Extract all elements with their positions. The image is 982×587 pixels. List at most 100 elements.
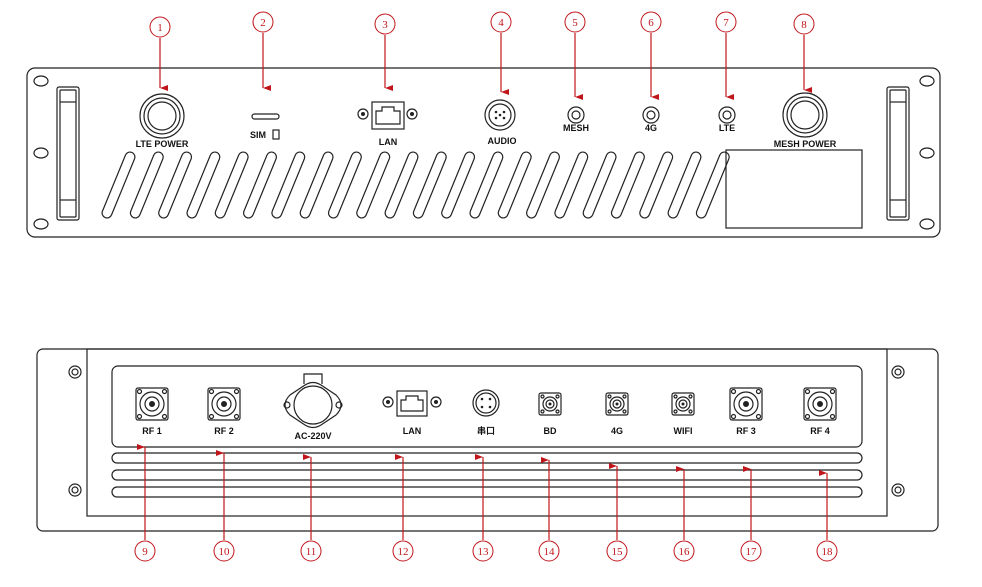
- back-callouts: 9 10 11 12 13 14 15 16 17 18: [134, 444, 838, 562]
- label-wifi: WIFI: [674, 426, 693, 436]
- label-mesh-power: MESH POWER: [774, 139, 837, 149]
- vent-slot: [158, 151, 193, 219]
- callout-18: 18: [816, 470, 838, 562]
- mount-holes: [33, 75, 935, 230]
- rf4-connector: [803, 387, 837, 421]
- sim-slot: [251, 113, 280, 120]
- label-serial: 串口: [477, 425, 495, 436]
- callout-number: 12: [398, 546, 409, 558]
- rf1-connector: [135, 387, 169, 421]
- left-handle: [56, 86, 80, 221]
- rf2-connector: [207, 387, 241, 421]
- label-lte: LTE: [719, 123, 735, 133]
- rf3-connector: [729, 387, 763, 421]
- callout-15: 15: [606, 463, 628, 562]
- callout-number: 6: [648, 17, 654, 29]
- callout-number: 10: [219, 546, 231, 558]
- vent-slot: [299, 151, 334, 219]
- callout-number: 4: [498, 17, 504, 29]
- mount-holes-back: [68, 365, 905, 497]
- label-rf4: RF 4: [810, 426, 830, 436]
- vent-bars: [111, 452, 863, 498]
- vent-slot: [441, 151, 476, 219]
- callout-number: 5: [572, 17, 578, 29]
- callout-14: 14: [538, 457, 560, 562]
- vent-slot: [610, 151, 645, 219]
- callout-9: 9: [134, 444, 156, 562]
- callout-number: 15: [612, 546, 624, 558]
- callout-number: 1: [157, 22, 163, 34]
- callout-number: 9: [142, 546, 148, 558]
- label-mesh: MESH: [563, 123, 589, 133]
- back-panel: RF 1 RF 2 BD 4G WIFI RF 3 RF 4 AC-220V LAN 串口: [36, 348, 939, 532]
- callout-6: 6: [640, 11, 662, 100]
- vent-slot: [497, 151, 532, 219]
- callout-number: 11: [306, 546, 317, 558]
- callout-10: 10: [213, 450, 235, 562]
- vent-slot: [469, 151, 504, 219]
- vent-slot: [214, 151, 249, 219]
- front-panel: LTE POWER SIM LAN AUDIO MESH 4G: [26, 67, 941, 238]
- callout-2: 2: [252, 11, 274, 91]
- label-rf2: RF 2: [214, 426, 234, 436]
- label-bd: BD: [544, 426, 557, 436]
- vent-slot: [186, 151, 221, 219]
- vent-slot: [526, 151, 560, 219]
- lte-power-connector: [139, 93, 185, 139]
- wifi-connector: [671, 392, 695, 416]
- vent-slot: [243, 151, 277, 219]
- label-lan-back: LAN: [403, 426, 422, 436]
- vent-slot: [129, 151, 164, 219]
- lan-port-front: [357, 101, 418, 130]
- vent-slot: [582, 151, 617, 219]
- callout-11: 11: [300, 454, 322, 562]
- callout-5: 5: [564, 11, 586, 100]
- lan-port-back: [382, 390, 442, 417]
- vent-slot: [639, 151, 674, 219]
- callout-3: 3: [374, 13, 396, 91]
- callout-number: 7: [723, 17, 729, 29]
- vent-slot: [554, 151, 589, 219]
- callout-number: 14: [544, 546, 556, 558]
- callout-number: 18: [822, 546, 834, 558]
- vent-slot: [384, 151, 419, 219]
- right-handle: [886, 86, 910, 221]
- ac-power-inlet: [283, 373, 343, 429]
- callout-number: 3: [382, 19, 388, 31]
- display-window: [725, 149, 863, 229]
- vent-slot: [356, 151, 391, 219]
- 4g-connector-back: [605, 392, 629, 416]
- callout-12: 12: [392, 454, 414, 562]
- label-rf1: RF 1: [142, 426, 162, 436]
- callout-1: 1: [149, 16, 171, 91]
- 4g-antenna-port: [642, 106, 660, 124]
- label-4g-front: 4G: [645, 123, 657, 133]
- label-lte-power: LTE POWER: [136, 139, 189, 149]
- lte-antenna-port: [718, 106, 736, 124]
- label-sim: SIM: [250, 130, 266, 140]
- callout-7: 7: [715, 11, 737, 100]
- vent-slot: [695, 151, 730, 219]
- callout-number: 16: [679, 546, 691, 558]
- callout-4: 4: [490, 11, 512, 95]
- callout-17: 17: [740, 466, 762, 562]
- bd-connector: [538, 392, 562, 416]
- label-audio: AUDIO: [488, 136, 517, 146]
- callout-number: 2: [260, 17, 266, 29]
- callout-13: 13: [472, 454, 494, 562]
- label-g4: 4G: [611, 426, 623, 436]
- label-ac: AC-220V: [294, 431, 331, 441]
- sim-card-icon: [272, 129, 280, 140]
- vent-slot: [101, 151, 136, 219]
- mesh-power-connector: [782, 92, 828, 138]
- callout-8: 8: [793, 13, 815, 93]
- audio-connector: [484, 99, 516, 131]
- vent-slot: [412, 151, 447, 219]
- callout-number: 17: [746, 546, 758, 558]
- callout-number: 8: [801, 19, 807, 31]
- label-rf3: RF 3: [736, 426, 756, 436]
- mesh-antenna-port: [567, 106, 585, 124]
- serial-port: [472, 389, 500, 417]
- callout-number: 13: [478, 546, 490, 558]
